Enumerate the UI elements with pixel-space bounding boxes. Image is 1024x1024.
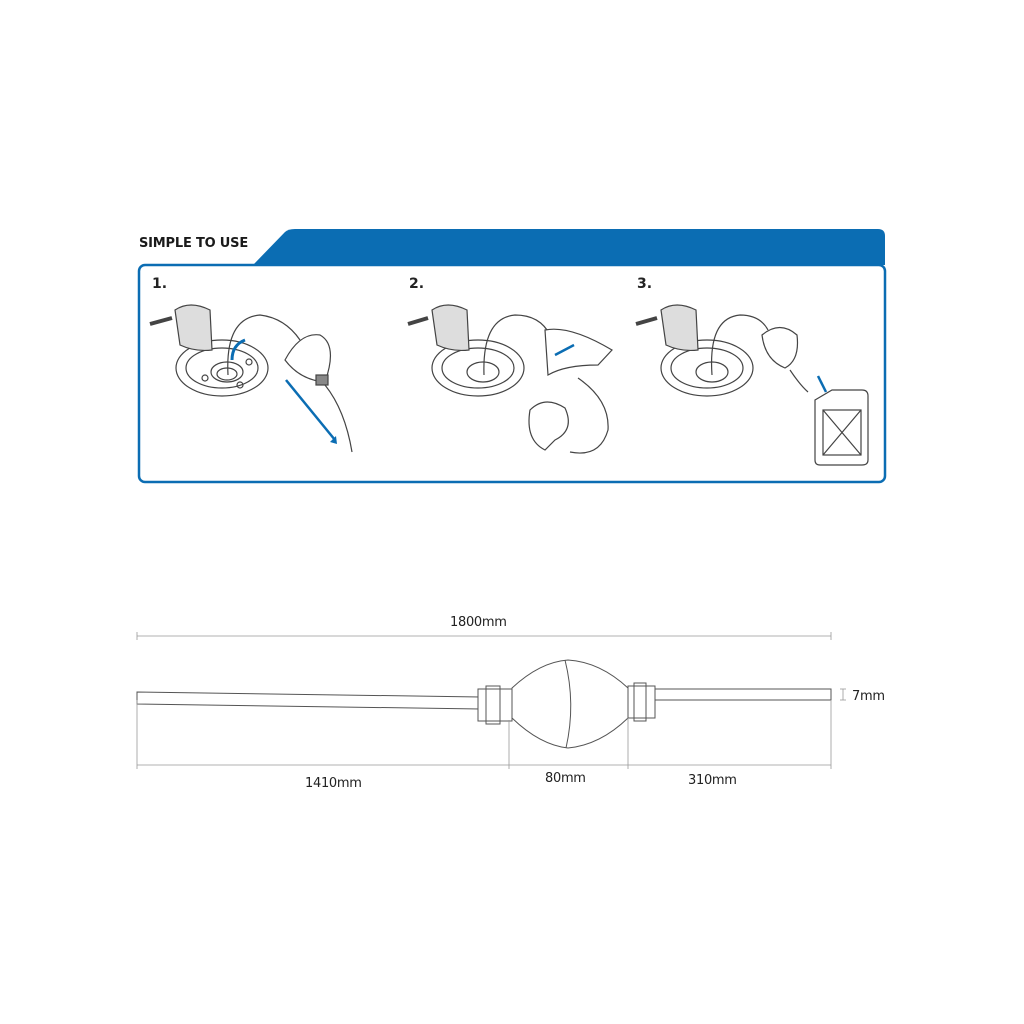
siphon-pump-drawing	[136, 659, 832, 749]
step-3-number: 3.	[637, 276, 653, 292]
steps-panel	[137, 263, 887, 484]
step-2-number: 2.	[409, 276, 425, 292]
flow-arrow-icon	[230, 338, 246, 361]
flow-arrow-icon	[285, 379, 336, 441]
bulb-label: 80mm	[545, 771, 586, 786]
section-title: SIMPLE TO USE	[139, 236, 248, 251]
dimension-lines	[136, 632, 846, 769]
step-1-number: 1.	[152, 276, 168, 292]
step-3-illustration	[635, 304, 869, 466]
step-2-illustration	[407, 304, 613, 454]
step-1-illustration	[149, 304, 353, 453]
short-tube-label: 310mm	[688, 773, 737, 788]
header-banner	[253, 229, 885, 265]
diameter-label: 7mm	[852, 689, 885, 704]
total-length-label: 1800mm	[450, 615, 507, 630]
long-tube-label: 1410mm	[305, 776, 362, 791]
